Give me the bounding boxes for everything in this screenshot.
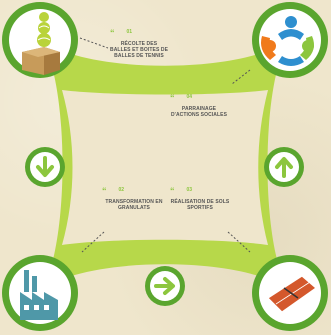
quote-mark: “ [102,186,107,196]
quote-mark: “ [170,93,175,103]
people-circle-icon [261,16,314,66]
step-02-label: TRANSFORMATION EN GRANULATS [105,199,163,211]
arrow-up-icon [264,147,304,187]
step-01-label: RÉCOLTE DES BALLES ET BOITES DE BALLES D… [110,41,169,59]
track-inner [62,90,268,245]
step-03-heading: “ 03 [170,186,230,196]
step-03-number: 03 [186,187,193,193]
arrow-down-icon [25,147,65,187]
connector-lines [79,37,251,253]
step-04-number: 04 [186,94,193,100]
factory-icon [20,270,58,320]
step-01-heading: “ 01 [110,28,168,38]
connector-step-02 [81,231,105,253]
quote-mark: “ [110,28,115,38]
box-of-tennis-balls-icon [22,12,60,75]
arrow-right-icon [145,266,185,306]
step-01-number: 01 [126,29,133,35]
step-02-number: 02 [118,187,125,193]
step-04-text: “ 04 PARRAINAGE D'ACTIONS SOCIALES [170,93,228,119]
quote-mark: “ [170,186,175,196]
tennis-court-icon [267,275,317,313]
step-04-label: PARRAINAGE D'ACTIONS SOCIALES [170,106,228,118]
step-03-text: “ 03 RÉALISATION DE SOLS SPORTIFS [170,186,230,212]
connector-step-01 [79,37,109,49]
step-04-heading: “ 04 [170,93,228,103]
step-02-heading: “ 02 [102,186,166,196]
step-01-text: “ 01 RÉCOLTE DES BALLES ET BOITES DE BALL… [110,28,169,60]
step-03-label: RÉALISATION DE SOLS SPORTIFS [170,199,230,211]
step-02-text: “ 02 TRANSFORMATION EN GRANULATS [102,186,166,212]
connector-step-03 [227,231,251,253]
